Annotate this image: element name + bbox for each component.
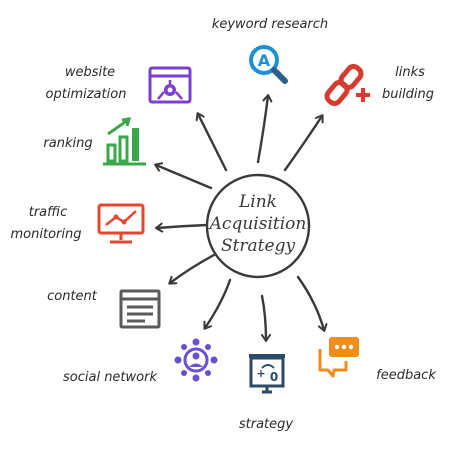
arrow-ranking	[154, 162, 213, 190]
bar-chart-growth-icon	[103, 117, 146, 166]
node-social-network: social network	[63, 338, 218, 385]
keyword-research-label: keyword research	[212, 17, 328, 32]
traffic-monitoring-label-line1: traffic	[29, 205, 68, 220]
center-label-line2: Acquisition	[208, 214, 307, 234]
strategy-label: strategy	[239, 417, 294, 432]
website-optimization-label-line1: website	[65, 65, 115, 80]
links-building-label-line1: links	[395, 65, 425, 80]
node-strategy: strategy + 0	[239, 354, 294, 432]
traffic-monitoring-label-line2: monitoring	[11, 227, 82, 242]
arrow-feedback	[296, 275, 328, 332]
browser-gear-icon	[148, 66, 192, 104]
arrow-links-building	[283, 114, 324, 172]
people-network-icon	[174, 338, 218, 382]
node-website-optimization: website optimization	[46, 65, 192, 104]
feedback-label: feedback	[376, 368, 436, 383]
node-ranking: ranking	[43, 117, 146, 166]
magnifier-letter-a-icon: A	[249, 45, 288, 84]
center-label-line1: Link	[238, 192, 277, 212]
center-node: Link Acquisition Strategy	[205, 173, 311, 279]
connector-arrows	[154, 94, 328, 342]
arrow-content	[168, 253, 216, 285]
website-optimization-label-line2: optimization	[46, 87, 127, 102]
node-links-building: links building	[324, 64, 434, 106]
arrow-keyword-research	[256, 94, 273, 164]
chain-link-plus-icon	[324, 64, 370, 106]
chat-bubble-dots-icon	[318, 337, 359, 378]
content-label: content	[47, 289, 98, 304]
monitor-line-chart-icon	[97, 203, 145, 244]
center-circle	[205, 173, 311, 279]
arrow-website-optimization	[195, 112, 228, 172]
node-traffic-monitoring: traffic monitoring	[11, 203, 145, 244]
center-label-line3: Strategy	[221, 236, 296, 256]
whiteboard-strategy-icon: + 0	[249, 354, 285, 394]
arrow-strategy	[260, 294, 271, 342]
svg-text:0: 0	[270, 370, 278, 384]
social-network-label: social network	[63, 370, 157, 385]
document-window-icon	[119, 289, 161, 329]
node-content: content	[47, 289, 161, 329]
node-keyword-research: keyword research A	[212, 17, 328, 84]
links-building-label-line2: building	[382, 87, 434, 102]
svg-text:+: +	[256, 367, 265, 380]
arrow-traffic-monitoring	[155, 222, 209, 233]
svg-text:A: A	[258, 51, 271, 70]
arrow-social-network	[203, 278, 232, 330]
ranking-label: ranking	[43, 136, 92, 151]
node-feedback: feedback	[318, 337, 436, 383]
